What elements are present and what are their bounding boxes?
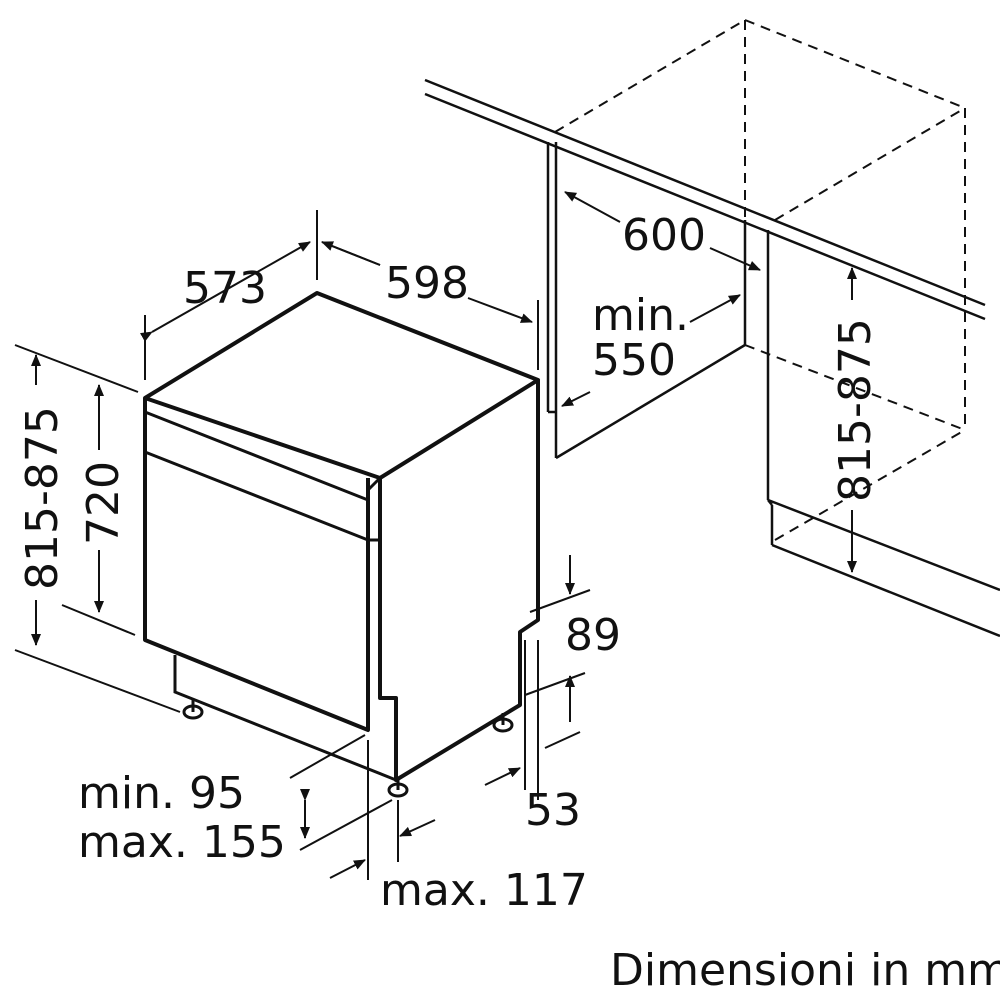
dim-label-feet-max: max. 155 [78, 817, 286, 868]
dim-label-feet-min: min. 95 [78, 768, 245, 819]
adjustable-feet [182, 700, 514, 798]
dim-label-53: 53 [525, 785, 581, 836]
dim-label-height-left: 815-875 [17, 406, 68, 590]
dishwasher-body [143, 291, 540, 782]
units-caption: Dimensioni in mm [610, 945, 1000, 996]
dim-label-598: 598 [385, 258, 469, 309]
dimension-arrows [31, 191, 857, 879]
extension-lines [14, 210, 591, 880]
dishwasher-panel-lines [144, 410, 397, 782]
dim-label-720: 720 [78, 461, 129, 545]
dim-label-door-max: max. 117 [380, 865, 588, 916]
dim-label-600: 600 [622, 210, 706, 261]
niche-hidden-lines [554, 19, 966, 541]
dim-label-89: 89 [565, 610, 621, 661]
niche-cabinet [424, 78, 1000, 638]
dim-label-573: 573 [183, 263, 267, 314]
dim-label-550: 550 [592, 335, 676, 386]
dim-label-height-right: 815-875 [830, 318, 881, 502]
dim-label-min: min. [592, 290, 689, 341]
